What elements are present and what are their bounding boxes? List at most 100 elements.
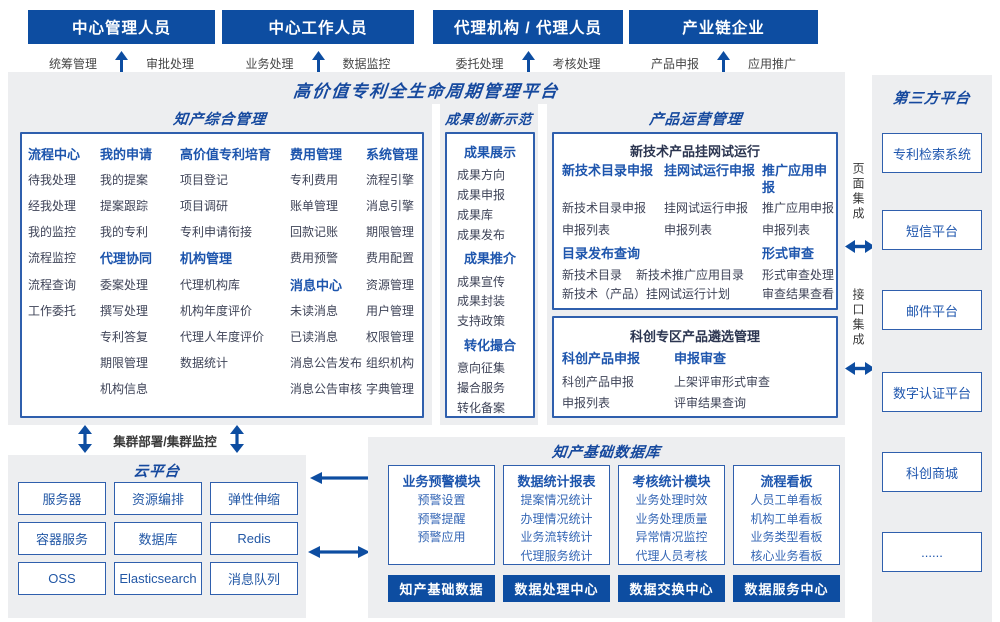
product-item: 挂网试运行申报 — [664, 201, 749, 215]
db-module: 数据统计报表提案情况统计办理情况统计业务流转统计代理服务统计 — [503, 465, 610, 565]
db-banner: 知产基础数据 — [388, 575, 495, 602]
product-col: 科创产品申报科创产品申报申报列表 — [562, 348, 692, 412]
ip-column: 费用管理专利费用账单管理回款记账费用预警消息中心未读消息已读消息消息公告发布消息… — [290, 140, 370, 402]
product-col-header: 目录发布查询 — [562, 246, 641, 261]
column-item: 消息公告审核 — [290, 382, 363, 397]
database-title: 知产基础数据库 — [551, 445, 662, 461]
cloud-title: 云平台 — [132, 464, 181, 480]
db-module-item: 业务流转统计 — [520, 530, 593, 545]
third-party-box: 科创商城 — [882, 452, 982, 492]
db-module-item: 提案情况统计 — [520, 493, 593, 507]
db-module-item: 人员工单看板 — [750, 493, 823, 507]
panel-gap — [432, 104, 440, 425]
actor-label-right: 考核处理 — [552, 57, 601, 71]
achievement-box: 成果展示成果方向成果申报成果库成果发布成果推介成果宣传成果封装支持政策转化撮合意… — [445, 132, 535, 418]
cloud-cell: 数据库 — [114, 522, 202, 555]
achievement-item: 意向征集 — [457, 360, 506, 375]
actor-header: 中心管理人员 — [28, 10, 215, 44]
cloud-cell: 服务器 — [18, 482, 106, 515]
column-header: 高价值专利培育 — [180, 146, 272, 162]
product-item: 推广应用申报 — [762, 201, 835, 215]
db-module-header: 业务预警模块 — [402, 474, 481, 489]
column-header: 代理协同 — [100, 251, 153, 267]
db-module-item: 业务处理时效 — [635, 493, 708, 507]
column-item: 经我处理 — [28, 198, 77, 213]
double-arrow-horizontal-icon — [845, 362, 875, 375]
column-item: 撰写处理 — [100, 303, 149, 318]
column-item: 机构年度评价 — [180, 303, 253, 318]
section-title-product-ops: 产品运营管理 — [648, 112, 744, 128]
column-header: 费用管理 — [290, 146, 343, 162]
actor-label-right: 应用推广 — [748, 57, 797, 71]
panel-gap — [538, 104, 547, 425]
product-col: 挂网试运行申报挂网试运行申报申报列表 — [664, 162, 760, 240]
column-header: 流程中心 — [28, 146, 81, 162]
column-item: 期限管理 — [100, 356, 149, 371]
column-item: 专利答复 — [100, 329, 149, 344]
product-col-header: 新技术目录申报 — [562, 163, 654, 178]
achievement-group-header: 成果展示 — [463, 145, 516, 160]
product-item: 形式审查处理 — [762, 268, 835, 282]
column-header: 我的申请 — [100, 146, 153, 162]
actor-sub-row: 统筹管理审批处理 — [28, 51, 215, 81]
column-item: 期限管理 — [366, 225, 415, 240]
third-party-box: 短信平台 — [882, 210, 982, 250]
column-item: 组织机构 — [366, 356, 415, 371]
section-title-achievement: 成果创新示范 — [444, 112, 534, 127]
actor-column: 中心管理人员统筹管理审批处理 — [28, 10, 215, 81]
db-banner: 数据交换中心 — [618, 575, 725, 602]
db-module-header: 数据统计报表 — [517, 474, 596, 489]
column-item: 专利申请衔接 — [180, 225, 253, 240]
product-item: 申报列表 — [762, 223, 811, 237]
column-item: 流程查询 — [28, 277, 77, 292]
double-arrow-horizontal-icon — [308, 546, 370, 558]
column-item: 我的专利 — [100, 225, 149, 240]
ip-column: 系统管理流程引擎消息引擎期限管理费用配置资源管理用户管理权限管理组织机构字典管理 — [366, 140, 422, 402]
column-item: 委案处理 — [100, 277, 149, 292]
column-item: 用户管理 — [366, 303, 415, 318]
actor-column: 中心工作人员业务处理数据监控 — [222, 10, 414, 81]
column-item: 账单管理 — [290, 198, 339, 213]
cluster-arrow-right — [230, 425, 244, 453]
product-item: 申报列表 — [562, 395, 611, 410]
column-header: 机构管理 — [180, 251, 233, 267]
product-item: 审查结果查看 — [762, 287, 835, 301]
achievement-item: 成果封装 — [457, 294, 506, 309]
achievement-item: 转化备案 — [457, 400, 506, 415]
column-header: 系统管理 — [366, 146, 419, 162]
product-col: 推广应用申报推广应用申报申报列表 — [762, 162, 836, 240]
column-item: 权限管理 — [366, 329, 415, 344]
achievement-item: 成果发布 — [457, 227, 506, 242]
column-item: 项目调研 — [180, 198, 229, 213]
column-item: 资源管理 — [366, 277, 415, 292]
double-arrow-horizontal-icon — [845, 240, 875, 253]
actor-label-right: 数据监控 — [342, 57, 391, 71]
db-module-item: 异常情况监控 — [635, 530, 708, 545]
product-item: 科创产品申报 — [562, 374, 635, 389]
product-col-header: 形式审查 — [762, 246, 815, 261]
db-module-item: 核心业务看板 — [750, 548, 823, 563]
column-item: 项目登记 — [180, 172, 229, 187]
db-module-header: 流程看板 — [760, 474, 813, 489]
db-module: 流程看板人员工单看板机构工单看板业务类型看板核心业务看板 — [733, 465, 840, 565]
actor-header: 产业链企业 — [629, 10, 818, 44]
column-item: 提案跟踪 — [100, 198, 149, 213]
product-item: 申报列表 — [562, 223, 611, 237]
page-integration-label: 页面集成 — [851, 162, 865, 222]
actor-label-left: 产品申报 — [650, 57, 699, 71]
ip-column: 流程中心待我处理经我处理我的监控流程监控流程查询工作委托 — [28, 140, 98, 323]
column-header: 消息中心 — [290, 277, 343, 293]
product-item: 评审结果查询 — [674, 395, 747, 410]
cloud-cell: Redis — [210, 522, 298, 555]
product-item: 上架评审形式审查 — [674, 374, 771, 389]
third-party-box: 邮件平台 — [882, 290, 982, 330]
third-party-box: 专利检索系统 — [882, 133, 982, 173]
achievement-item: 成果申报 — [457, 188, 506, 203]
db-module-item: 代理服务统计 — [520, 548, 593, 563]
product-col: 申报审查上架评审形式审查评审结果查询 — [674, 348, 804, 412]
product-item: 新技术（产品）挂网试运行计划 — [562, 287, 731, 301]
platform-title: 高价值专利全生命周期管理平台 — [292, 82, 561, 101]
column-item: 待我处理 — [28, 172, 77, 187]
column-item: 工作委托 — [28, 303, 77, 318]
product-item-row: 新技术目录新技术推广应用目录 — [562, 266, 744, 283]
